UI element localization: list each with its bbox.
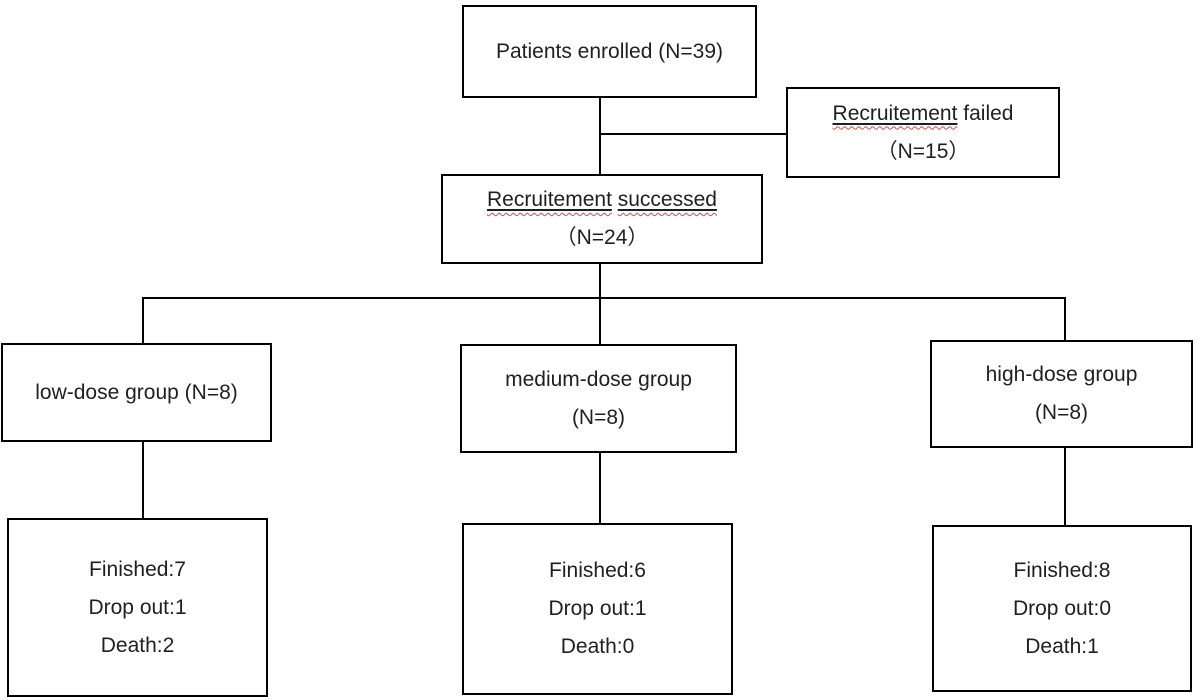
connector-enrolled-to-successed — [599, 98, 601, 175]
misspelled-word: successed — [617, 188, 717, 211]
connector-medium-group-to-outcome — [599, 452, 601, 524]
death-count: Death:0 — [560, 635, 635, 658]
high-dose-group-box: high-dose group (N=8) — [930, 340, 1193, 448]
recruitment-successed-box: Recruitement successed （N=24） — [441, 174, 763, 264]
finished-count: Finished:6 — [549, 559, 646, 582]
misspelled-word: Recruitement — [832, 101, 958, 125]
connector-split-to-high-group — [1064, 297, 1066, 342]
high-dose-group-count: (N=8) — [1034, 401, 1089, 424]
finished-count: Finished:7 — [89, 557, 186, 581]
medium-dose-group-box: medium-dose group (N=8) — [460, 344, 737, 453]
connector-high-group-to-outcome — [1064, 447, 1066, 526]
medium-dose-group-label: medium-dose group — [505, 367, 692, 391]
low-dose-outcome-box: Finished:7 Drop out:1 Death:2 — [7, 518, 268, 697]
high-dose-outcome-box: Finished:8 Drop out:0 Death:1 — [932, 525, 1192, 692]
recruitment-failed-box: Recruitement failed （N=15） — [786, 87, 1060, 178]
patients-enrolled-label: Patients enrolled (N=39) — [495, 39, 724, 63]
high-dose-group-label: high-dose group — [985, 363, 1138, 386]
finished-count: Finished:8 — [1013, 558, 1111, 582]
low-dose-group-box: low-dose group (N=8) — [1, 343, 272, 442]
connector-low-group-to-outcome — [142, 441, 144, 519]
recruitment-failed-word: failed — [963, 101, 1014, 125]
recruitment-failed-count: （N=15） — [876, 139, 970, 163]
misspelled-word-underline: Recruitement — [487, 188, 612, 211]
recruitment-successed-label: Recruitement successed — [487, 181, 717, 219]
connector-branch-to-failed — [600, 133, 788, 135]
connector-split-to-medium-group — [599, 297, 601, 345]
recruitment-failed-label: Recruitement failed — [833, 95, 1014, 133]
misspelled-word-underline: successed — [618, 188, 717, 211]
drop-out-count: Drop out:1 — [88, 595, 187, 619]
connector-successed-to-split — [599, 264, 601, 299]
misspelled-word-underline: Recruitement — [833, 102, 958, 125]
medium-dose-group-count: (N=8) — [571, 405, 626, 429]
death-count: Death:1 — [1025, 634, 1099, 658]
recruitment-successed-count: （N=24） — [555, 226, 649, 249]
connector-split-horizontal — [142, 297, 1066, 299]
medium-dose-outcome-box: Finished:6 Drop out:1 Death:0 — [462, 523, 733, 695]
drop-out-count: Drop out:0 — [1012, 596, 1112, 620]
drop-out-count: Drop out:1 — [548, 597, 647, 620]
death-count: Death:2 — [100, 633, 175, 657]
patients-enrolled-box: Patients enrolled (N=39) — [462, 5, 757, 98]
low-dose-group-label: low-dose group (N=8) — [35, 380, 238, 404]
misspelled-word: Recruitement — [487, 188, 612, 211]
connector-split-to-low-group — [142, 297, 144, 344]
